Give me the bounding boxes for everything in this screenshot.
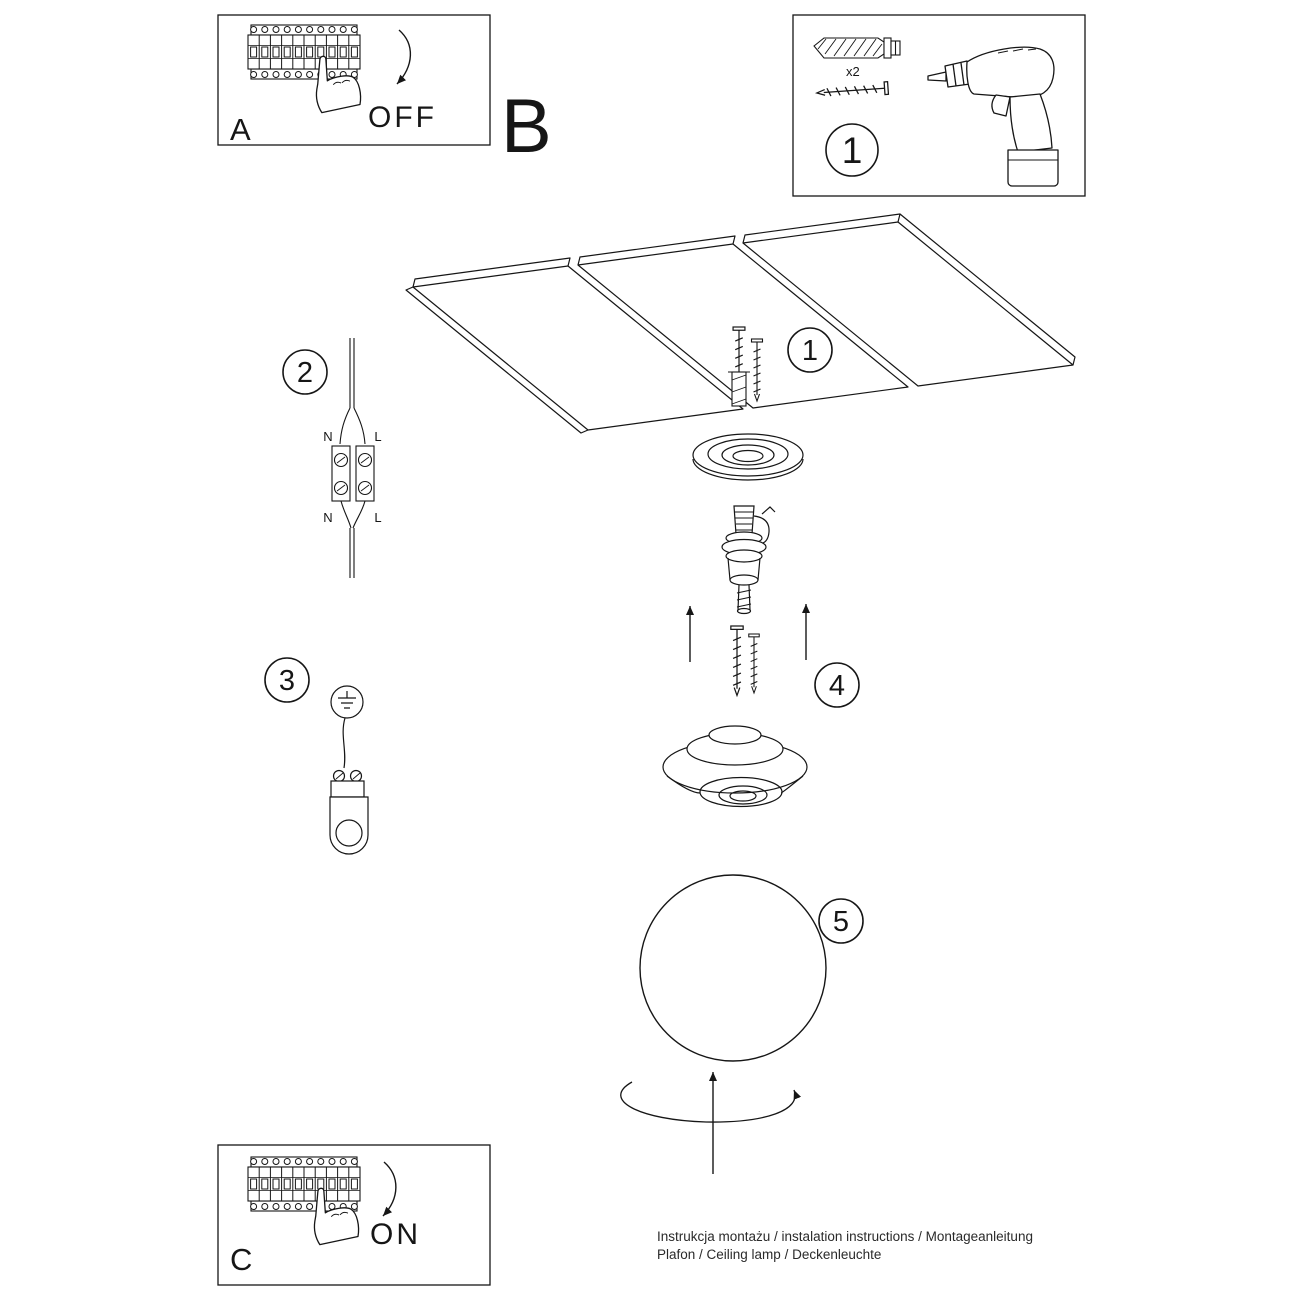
- ground-wire: [342, 717, 346, 769]
- panel-a-label: A: [230, 112, 251, 147]
- n-label-bottom: N: [323, 510, 332, 525]
- footer-line2: Plafon / Ceiling lamp / Deckenleuchte: [657, 1247, 881, 1262]
- on-label: ON: [370, 1218, 421, 1251]
- circuit-breaker-icon: [248, 1157, 360, 1211]
- anchor-sleeve-icon: [728, 371, 750, 407]
- tools-panel-box: [792, 14, 1086, 197]
- wall-plug-icon: [813, 37, 901, 59]
- wiring-diagram: [331, 338, 375, 578]
- svg-text:5: 5: [833, 906, 849, 938]
- plug-quantity-label: x2: [846, 64, 860, 79]
- panel-c: C ON: [217, 1144, 491, 1286]
- mounting-bracket: [329, 796, 369, 855]
- lamp-socket: [721, 505, 776, 615]
- canopy: [662, 725, 808, 808]
- step3-badge: 3: [264, 657, 310, 703]
- svg-text:2: 2: [297, 357, 313, 389]
- section-b-label: B: [501, 84, 552, 169]
- ground-symbol-icon: [330, 685, 364, 719]
- step2-badge: 2: [282, 349, 328, 395]
- circuit-breaker-icon: [248, 25, 360, 79]
- svg-text:4: 4: [829, 670, 845, 702]
- svg-text:3: 3: [279, 665, 295, 697]
- tools-panel: x2 1: [792, 14, 1086, 197]
- l-label-top: L: [374, 429, 381, 444]
- canopy-screws: [730, 625, 760, 697]
- footer-line1: Instrukcja montażu / instalation instruc…: [657, 1229, 1033, 1244]
- ceiling-screws: [728, 326, 764, 407]
- wire-top: [349, 338, 355, 408]
- ground-assembly: [329, 685, 369, 855]
- glass-sphere: [639, 874, 827, 1062]
- svg-text:1: 1: [842, 130, 863, 171]
- ground-terminal: [330, 769, 365, 798]
- step5-badge: 5: [818, 898, 864, 944]
- step1-badge: 1: [787, 327, 833, 373]
- panel-c-label: C: [230, 1242, 252, 1277]
- terminal-block: [331, 445, 375, 502]
- step4-badge: 4: [814, 662, 860, 708]
- turn-off-arrow-icon: [396, 29, 412, 85]
- n-label-top: N: [323, 429, 332, 444]
- svg-text:1: 1: [802, 335, 818, 367]
- tools-step-badge: 1: [825, 123, 879, 177]
- rotation-arrow-icon: [620, 1081, 802, 1123]
- drill-icon: [927, 46, 1059, 187]
- mounting-screw-icon: [815, 81, 890, 100]
- l-label-bottom: L: [374, 510, 381, 525]
- off-label: OFF: [368, 101, 437, 134]
- turn-on-arrow-icon: [382, 1161, 397, 1217]
- ceiling-panels: [405, 213, 1076, 434]
- panel-a: A OFF: [217, 14, 491, 147]
- panel-a-box: [217, 14, 491, 146]
- panel-c-box: [217, 1144, 491, 1286]
- mounting-ring: [692, 433, 804, 481]
